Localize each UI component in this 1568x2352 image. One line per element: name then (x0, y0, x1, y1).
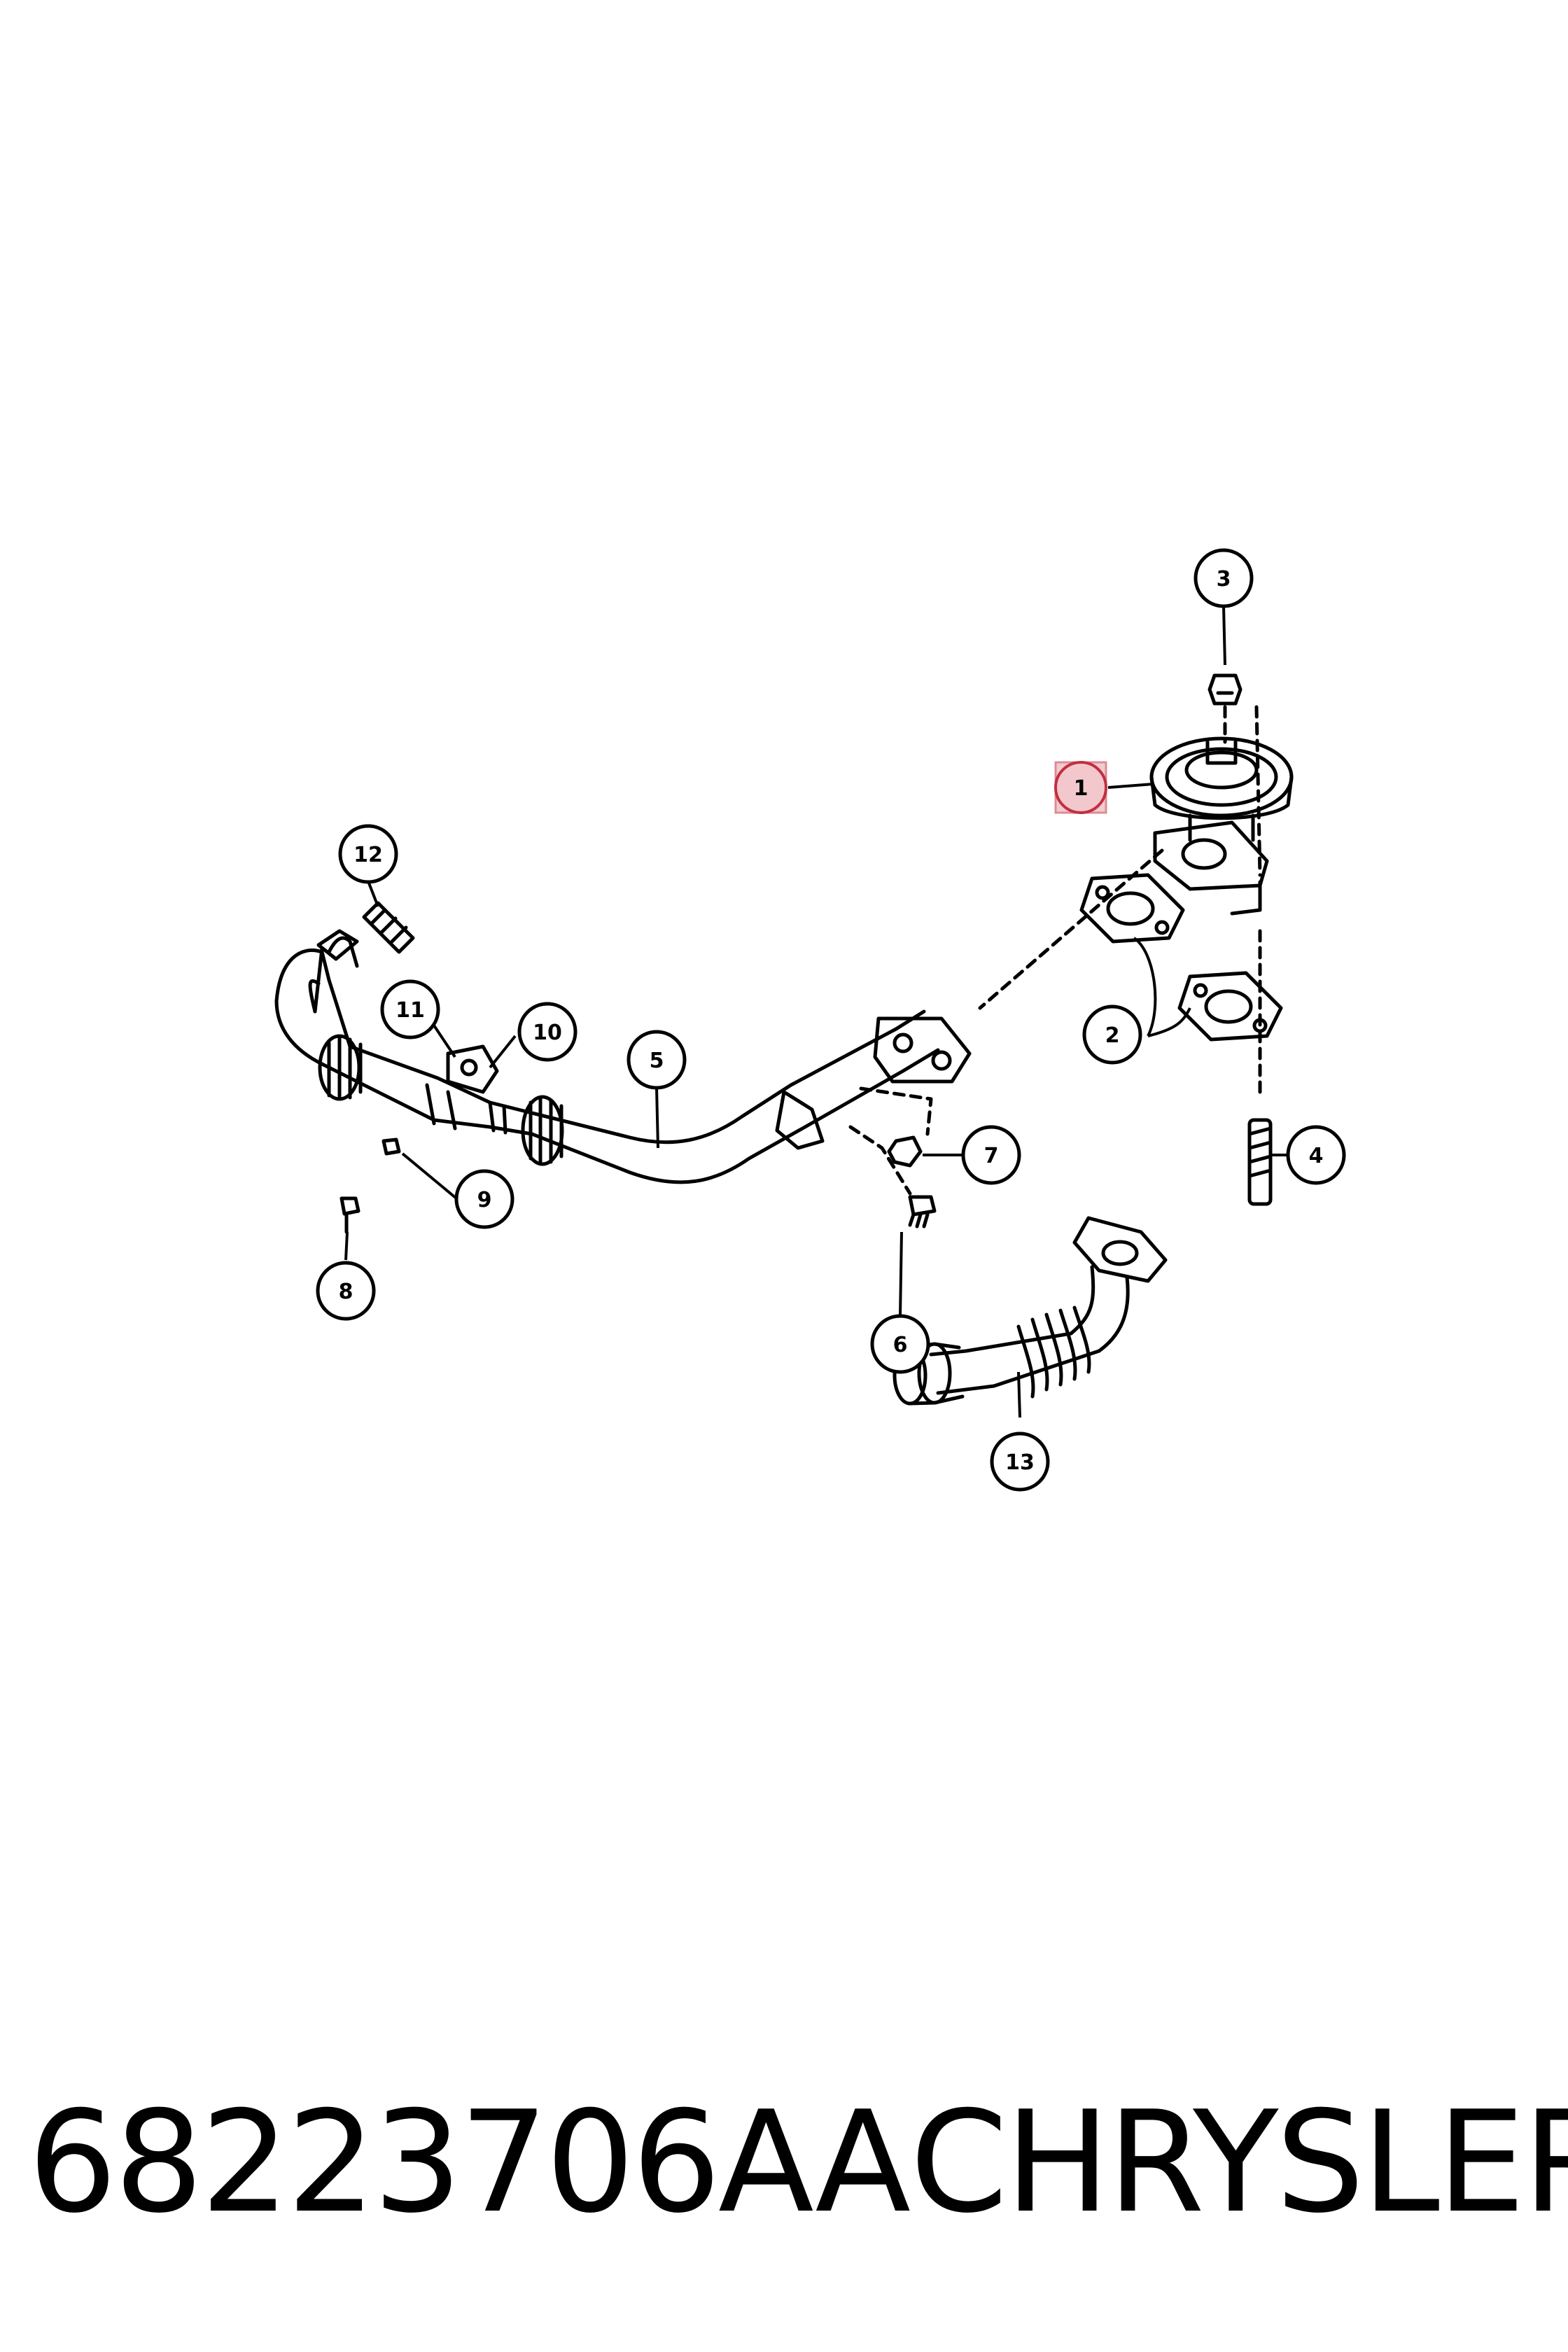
svg-text:13: 13 (1005, 1450, 1035, 1475)
inlet-end (316, 929, 359, 961)
footer: 68223706AA CHRYSLER (0, 2072, 1568, 2254)
svg-text:5: 5 (650, 1049, 664, 1073)
part-number: 68223706AA (28, 2081, 911, 2244)
callout-1[interactable]: 1 (1054, 761, 1107, 814)
callout-13[interactable]: 13 (990, 1432, 1050, 1492)
svg-text:10: 10 (533, 1021, 562, 1045)
callout-2[interactable]: 2 (1082, 1004, 1142, 1065)
egr-cooler-tube (892, 1216, 1168, 1406)
flex-bellows-1 (318, 1034, 363, 1101)
callout-4[interactable]: 4 (1286, 1125, 1346, 1185)
flex-bellows-2 (521, 1095, 564, 1166)
svg-text:3: 3 (1217, 567, 1231, 592)
callout-11[interactable]: 11 (380, 979, 440, 1040)
callout-7[interactable]: 7 (961, 1125, 1021, 1185)
svg-text:4: 4 (1309, 1144, 1324, 1168)
egr-valve (1149, 736, 1294, 916)
callout-3[interactable]: 3 (1194, 548, 1254, 608)
tube-flange (873, 1016, 972, 1084)
svg-text:12: 12 (354, 843, 383, 867)
bracket (446, 1044, 499, 1094)
stud (1247, 1118, 1273, 1206)
svg-text:11: 11 (396, 998, 425, 1023)
callout-8[interactable]: 8 (316, 1261, 376, 1321)
egr-tube (274, 929, 972, 1184)
svg-text:7: 7 (984, 1144, 999, 1168)
callout-10[interactable]: 10 (517, 1002, 578, 1062)
bolt-9 (382, 1138, 401, 1156)
bolt-7 (887, 1135, 923, 1168)
bolt-8 (340, 1196, 360, 1234)
svg-text:1: 1 (1074, 776, 1088, 801)
callout-5[interactable]: 5 (626, 1030, 687, 1090)
bolt-6 (908, 1195, 937, 1228)
svg-text:6: 6 (893, 1333, 908, 1357)
svg-text:9: 9 (477, 1188, 492, 1212)
tube-clamp (775, 1090, 825, 1150)
callout-6[interactable]: 6 (870, 1314, 930, 1374)
clamp-bolt (362, 901, 415, 954)
nut (1208, 673, 1242, 706)
callout-12[interactable]: 12 (338, 824, 398, 884)
brand-name: CHRYSLER (910, 2081, 1568, 2244)
svg-text:8: 8 (339, 1280, 354, 1304)
gasket-lower (1177, 971, 1283, 1042)
gasket-upper (1079, 873, 1185, 944)
svg-text:2: 2 (1105, 1023, 1120, 1048)
callout-9[interactable]: 9 (454, 1169, 514, 1229)
